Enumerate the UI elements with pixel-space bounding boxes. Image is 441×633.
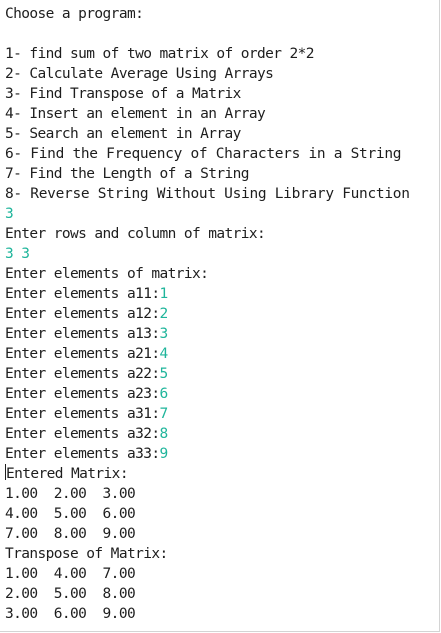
element-prompt-label: Enter elements a23:: [5, 386, 160, 402]
transpose-row: 3.00 6.00 9.00: [5, 606, 136, 622]
console-lines: Choose a program: 1- find sum of two mat…: [5, 4, 439, 624]
transpose-row: 2.00 5.00 8.00: [5, 586, 136, 602]
element-prompt-label: Enter elements a33:: [5, 446, 160, 462]
text-cursor: [5, 464, 6, 480]
element-prompt-label: Enter elements a32:: [5, 426, 160, 442]
menu-item: 8- Reverse String Without Using Library …: [5, 186, 410, 202]
element-input-value: 9: [159, 446, 168, 462]
element-input-value: 5: [159, 366, 168, 382]
element-input-value: 4: [159, 346, 168, 362]
element-prompt-label: Enter elements a31:: [5, 406, 160, 422]
element-prompt: Enter elements a31:7: [5, 404, 439, 424]
matrix-row: 1.00 2.00 3.00: [5, 486, 136, 502]
menu-item: 2- Calculate Average Using Arrays: [5, 66, 274, 82]
menu-item: 4- Insert an element in an Array: [5, 106, 266, 122]
element-prompt-label: Enter elements a13:: [5, 326, 160, 342]
element-prompt: Enter elements a12:2: [5, 304, 439, 324]
rows-cols-input: 3 3: [5, 246, 30, 262]
menu-item: 5- Search an element in Array: [5, 126, 241, 142]
element-input-value: 2: [159, 306, 168, 322]
element-prompt: Enter elements a22:5: [5, 364, 439, 384]
element-input-value: 7: [159, 406, 168, 422]
rows-cols-prompt: Enter rows and column of matrix:: [5, 226, 266, 242]
element-prompt-label: Enter elements a22:: [5, 366, 160, 382]
element-prompt-label: Enter elements a21:: [5, 346, 160, 362]
entered-matrix-heading-text: Entered Matrix:: [6, 466, 129, 482]
entered-matrix-heading: Entered Matrix:: [5, 464, 439, 484]
element-input-value: 6: [159, 386, 168, 402]
menu-item: 7- Find the Length of a String: [5, 166, 250, 182]
menu-item: 1- find sum of two matrix of order 2*2: [5, 46, 315, 62]
element-prompt: Enter elements a23:6: [5, 384, 439, 404]
element-input-value: 1: [159, 286, 168, 302]
element-input-value: 8: [159, 426, 168, 442]
matrix-row: 4.00 5.00 6.00: [5, 506, 136, 522]
element-prompt: Enter elements a32:8: [5, 424, 439, 444]
element-prompt-label: Enter elements a11:: [5, 286, 160, 302]
choose-program-prompt: Choose a program:: [5, 6, 144, 22]
element-prompt: Enter elements a33:9: [5, 444, 439, 464]
element-prompt: Enter elements a13:3: [5, 324, 439, 344]
elements-heading: Enter elements of matrix:: [5, 266, 209, 282]
matrix-row: 7.00 8.00 9.00: [5, 526, 136, 542]
blank-line: [5, 24, 439, 44]
element-prompt: Enter elements a21:4: [5, 344, 439, 364]
transpose-row: 1.00 4.00 7.00: [5, 566, 136, 582]
choice-input: 3: [5, 206, 14, 222]
element-prompt: Enter elements a11:1: [5, 284, 439, 304]
menu-item: 6- Find the Frequency of Characters in a…: [5, 146, 402, 162]
transpose-heading: Transpose of Matrix:: [5, 546, 168, 562]
menu-item: 3- Find Transpose of a Matrix: [5, 86, 241, 102]
element-input-value: 3: [159, 326, 168, 342]
element-prompt-label: Enter elements a12:: [5, 306, 160, 322]
